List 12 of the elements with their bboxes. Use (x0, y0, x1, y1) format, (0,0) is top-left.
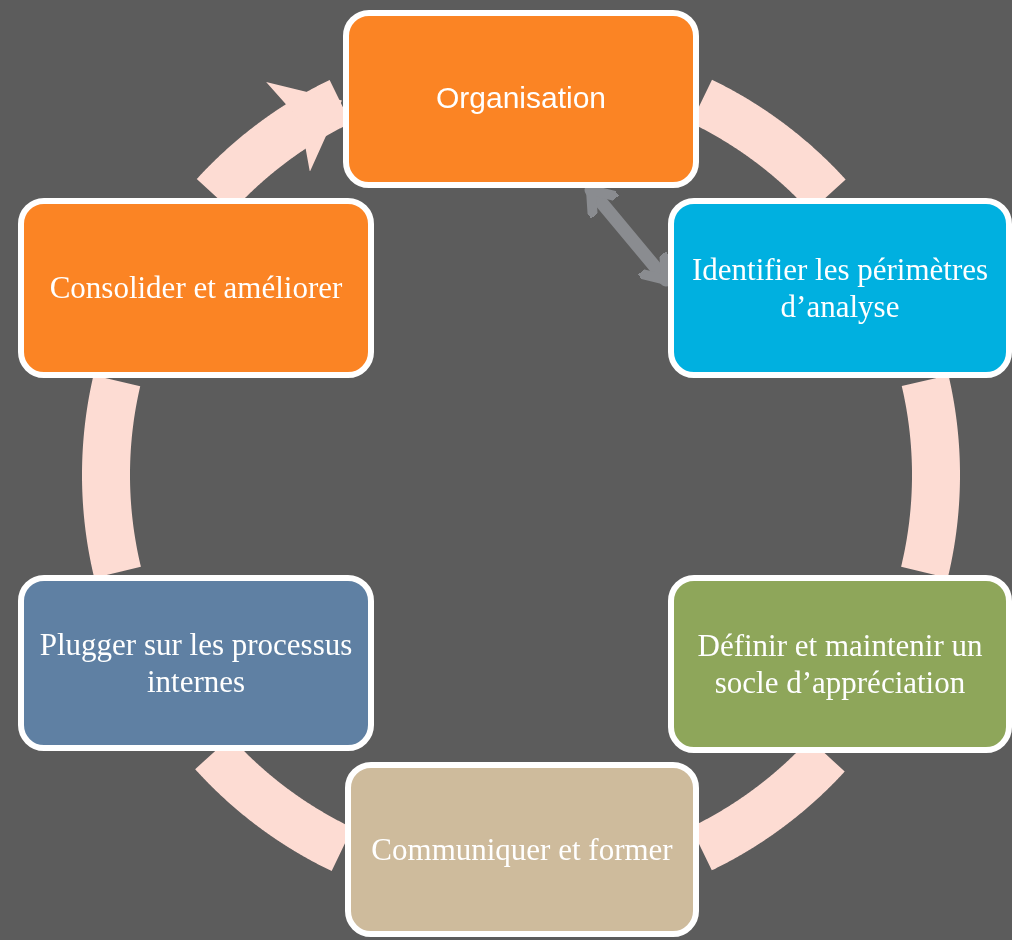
step-label: Plugger sur les processus internes (38, 625, 354, 701)
process-box (343, 10, 699, 188)
process-box (18, 198, 374, 378)
step-label: Communiquer et former (371, 830, 673, 869)
process-box (668, 198, 1012, 378)
process-box (18, 575, 374, 751)
step-label: Identifier les périmètres d’analyse (690, 250, 990, 326)
step-label: Définir et maintenir un socle d’appréciation (696, 626, 984, 702)
step-label: Consolider et améliorer (49, 269, 343, 307)
process-box (668, 575, 1012, 753)
step-label: Organisation (435, 80, 607, 116)
process-box (345, 762, 699, 937)
